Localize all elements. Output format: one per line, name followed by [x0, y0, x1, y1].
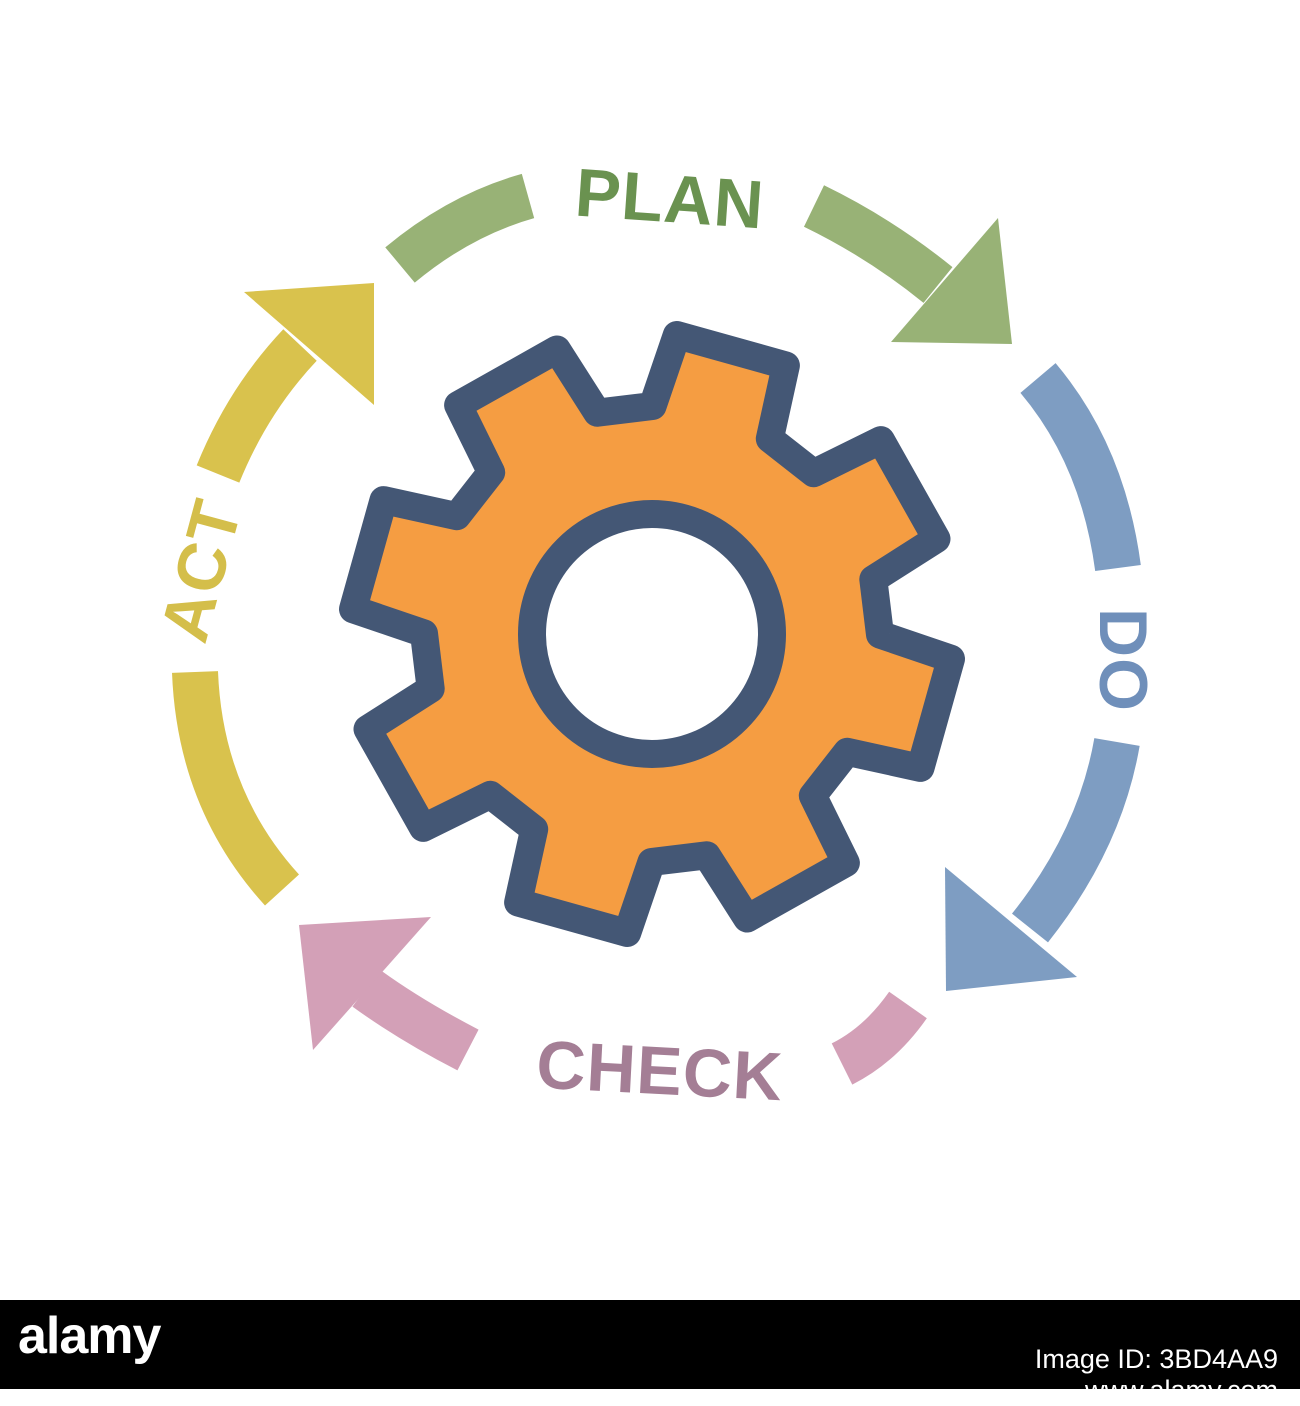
check-arrowhead [299, 917, 431, 1050]
plan-arrow [385, 173, 1012, 344]
watermark-bar: alamy Image ID: 3BD4AA9 www.alamy.com [0, 1300, 1300, 1405]
plan-label: PLAN [573, 154, 767, 243]
cycle-svg: PLAN DO CHECK ACT [146, 154, 1161, 1116]
plan-arrow-shaft [385, 173, 535, 283]
do-arrowhead [945, 867, 1077, 991]
act-arrow-shaft-top [196, 329, 317, 483]
act-arrow-shaft-bottom [172, 670, 300, 906]
watermark-id-text: Image ID: 3BD4AA9 [1034, 1344, 1278, 1374]
watermark-image-id: Image ID: 3BD4AA9 www.alamy.com [1035, 1344, 1278, 1406]
do-label: DO [1085, 608, 1161, 712]
act-label: ACT [146, 492, 256, 650]
watermark-brand: alamy [18, 1307, 161, 1365]
check-label: CHECK [535, 1027, 785, 1116]
do-arrow-shaft-top [1020, 363, 1141, 572]
plan-arrowhead [891, 218, 1012, 344]
pdca-diagram: PLAN DO CHECK ACT [145, 154, 1162, 1116]
plan-arrow-shaft-right [803, 185, 953, 303]
check-arrow-shaft-right [831, 991, 927, 1085]
gear-icon [339, 321, 965, 947]
check-arrow-shaft-left [352, 969, 479, 1071]
act-arrow [172, 283, 374, 906]
do-arrow [945, 363, 1141, 991]
act-arrowhead [244, 283, 374, 405]
do-arrow-shaft-bottom [1011, 737, 1140, 943]
watermark-url: www.alamy.com [1084, 1375, 1278, 1405]
gear-hole [518, 500, 786, 768]
check-arrow [299, 917, 927, 1085]
